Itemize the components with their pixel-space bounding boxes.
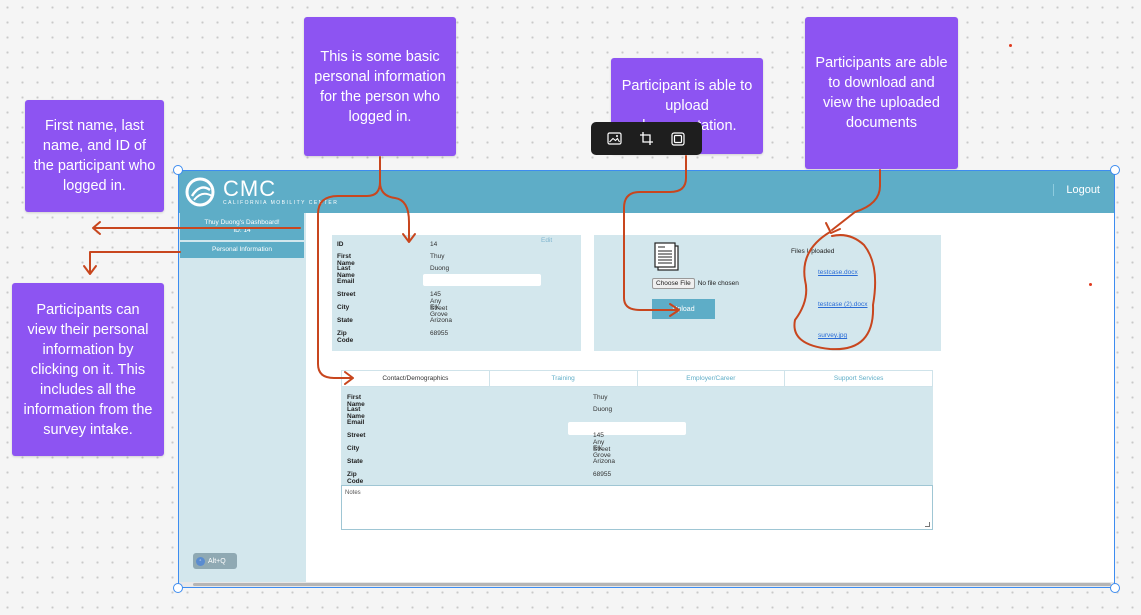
row-value: 145 Any Street (593, 432, 611, 453)
tab-training[interactable]: Training (490, 371, 638, 386)
row-value: 68955 (593, 471, 612, 478)
row-value: Elk Grove (593, 445, 611, 459)
row-label: Zip Code (347, 471, 364, 485)
note-basic-info: This is some basic personal information … (304, 17, 456, 156)
row-label: State (347, 458, 363, 465)
alt-q-button[interactable]: ◦ Alt+Q (193, 553, 237, 569)
info-value: 68955 (430, 330, 449, 337)
info-label: City (337, 304, 350, 311)
email-value-box (423, 274, 541, 286)
file-link[interactable]: survey.jpg (818, 332, 848, 339)
marker-dot (1089, 283, 1092, 286)
tab-contact-demographics[interactable]: Contact/Demographics (342, 371, 490, 386)
logo-icon (185, 177, 215, 207)
upload-panel: Choose File No file chosen Upload Files … (594, 235, 941, 351)
note-name-id: First name, last name, and ID of the par… (25, 100, 164, 212)
upload-button[interactable]: Upload (652, 299, 715, 319)
sidebar: Thuy Duong's Dashboard! ID: 14 Personal … (179, 213, 306, 587)
notes-textarea[interactable]: Notes (341, 485, 933, 530)
info-value: Duong (430, 265, 450, 272)
marker-dot (1009, 44, 1012, 47)
sidebar-dashboard[interactable]: Thuy Duong's Dashboard! ID: 14 (180, 213, 304, 240)
note-download: Participants are able to download and vi… (805, 17, 958, 169)
info-label: Email (337, 278, 355, 285)
scroll-thumb[interactable] (193, 583, 1111, 586)
file-link[interactable]: testcase (2).docx (818, 301, 868, 308)
demo-email-box (568, 422, 686, 435)
row-label: Street (347, 432, 366, 439)
dashboard-id: ID: 14 (233, 227, 251, 234)
demographics-table: First Name Thuy Last Name Duong Email Stre… (341, 387, 933, 485)
logo-subtitle: CALIFORNIA MOBILITY CENTER (223, 200, 339, 206)
info-value: Arizona (430, 317, 453, 324)
no-file-label: No file chosen (697, 280, 739, 287)
logout-link[interactable]: Logout (1053, 184, 1100, 196)
document-icon (654, 242, 679, 271)
info-tabs: Contact/Demographics Training Employer/C… (341, 370, 933, 387)
sidebar-item-personal-information[interactable]: Personal Information (180, 242, 304, 258)
row-value: Duong (593, 406, 613, 413)
arrowhead (83, 265, 97, 275)
horizontal-scrollbar[interactable] (179, 582, 1114, 587)
selection-handle[interactable] (1110, 583, 1120, 593)
alt-q-label: Alt+Q (208, 557, 226, 565)
info-value: Thuy (430, 253, 445, 260)
info-value: Elk Grove (430, 304, 448, 318)
arrow-personal-info (89, 251, 181, 274)
files-uploaded-title: Files Uploaded (791, 248, 835, 255)
info-value: 14 (430, 241, 438, 248)
row-label: Email (347, 419, 365, 426)
file-link[interactable]: testcase.docx (818, 269, 858, 276)
info-label: Last Name (337, 265, 355, 279)
row-value: Arizona (593, 458, 616, 465)
info-label: State (337, 317, 353, 324)
row-label: City (347, 445, 360, 452)
canvas-toolbar (591, 122, 702, 155)
selection-handle[interactable] (1110, 165, 1120, 175)
row-label: Last Name (347, 406, 365, 420)
edit-link[interactable]: Edit (541, 237, 553, 244)
tab-support-services[interactable]: Support Services (833, 375, 884, 382)
row-value: Thuy (593, 394, 608, 401)
selection-handle[interactable] (173, 583, 183, 593)
note-view-info: Participants can view their personal inf… (12, 283, 164, 456)
info-label: Street (337, 291, 356, 298)
crop-icon[interactable] (638, 131, 654, 147)
choose-file-button[interactable]: Choose File (652, 278, 695, 289)
cmc-logo[interactable]: CMC CALIFORNIA MOBILITY CENTER (185, 176, 338, 208)
arrowhead (92, 221, 101, 235)
selection-handle[interactable] (173, 165, 183, 175)
info-value: 145 Any Street (430, 291, 448, 312)
resize-grip-icon[interactable] (925, 522, 930, 527)
row-label: First Name (347, 394, 365, 408)
frame-icon[interactable] (670, 131, 686, 147)
app-header: CMC CALIFORNIA MOBILITY CENTER Logout (179, 171, 1114, 213)
app-screenshot-frame[interactable]: CMC CALIFORNIA MOBILITY CENTER Logout Th… (178, 170, 1115, 588)
tab-employer-career[interactable]: Employer/Career (638, 371, 786, 386)
image-icon[interactable] (607, 131, 623, 147)
alt-q-icon: ◦ (196, 556, 205, 566)
file-chooser[interactable]: Choose File No file chosen (652, 278, 739, 289)
logo-text: CMC (223, 176, 277, 201)
info-label: ID (337, 241, 344, 248)
info-label: Zip Code (337, 330, 354, 344)
dashboard-title: Thuy Duong's Dashboard! (204, 219, 280, 226)
notes-placeholder: Notes (345, 490, 361, 496)
